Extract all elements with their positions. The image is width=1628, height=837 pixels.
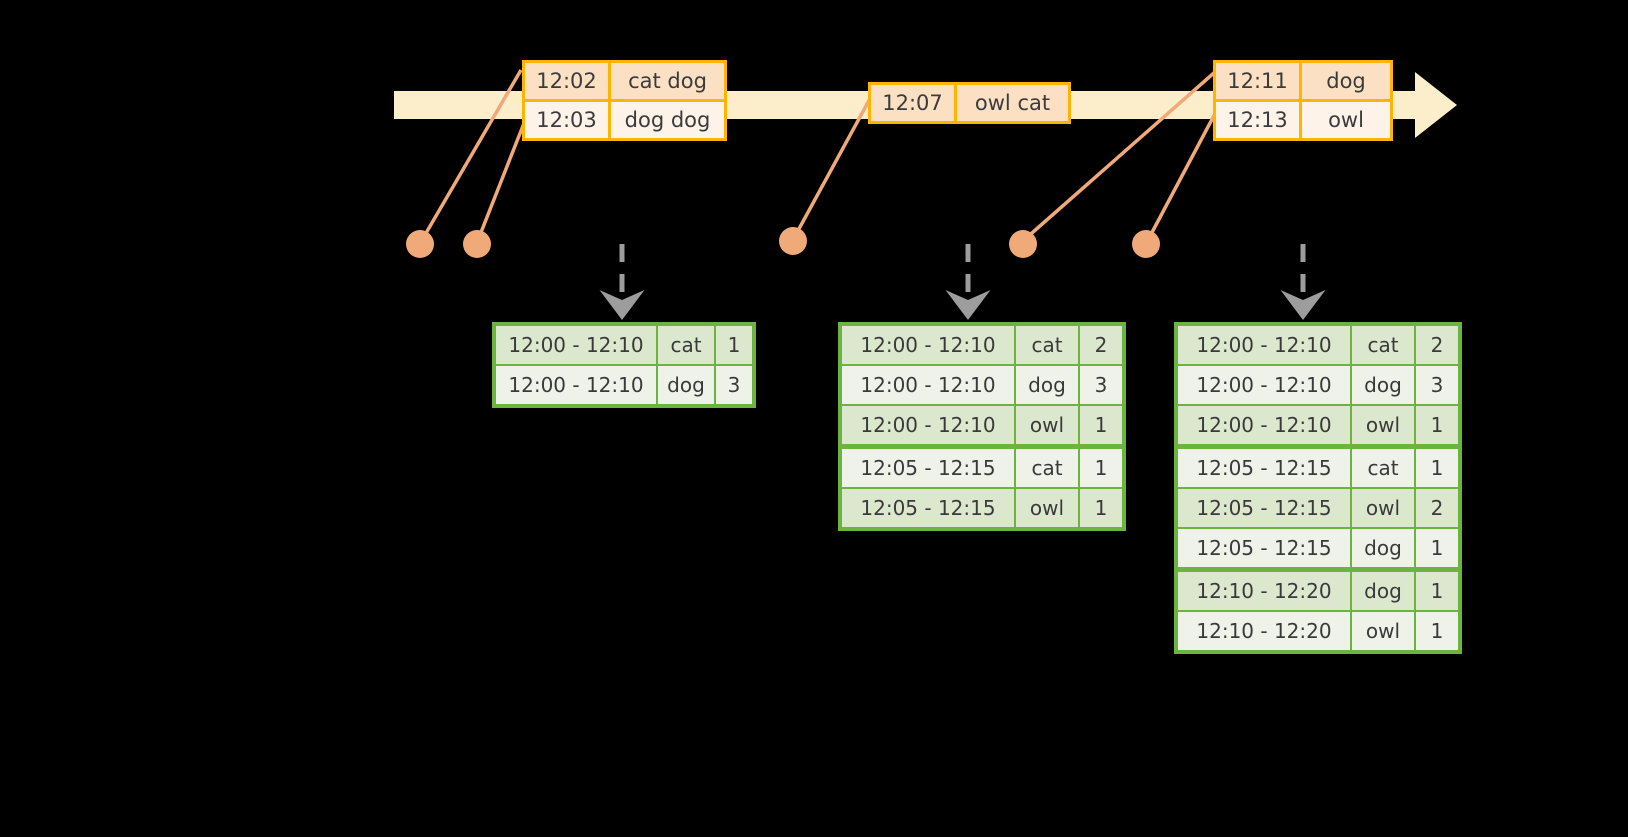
cell-key: owl xyxy=(1352,489,1414,527)
table-row[interactable]: 12:10 - 12:20 owl 1 xyxy=(1178,612,1458,650)
cell-window: 12:05 - 12:15 xyxy=(1178,449,1350,487)
cell-key: cat xyxy=(1016,449,1078,487)
cell-window: 12:00 - 12:10 xyxy=(1178,326,1350,364)
cell-count: 1 xyxy=(1416,449,1458,487)
cell-key: owl xyxy=(1352,612,1414,650)
cell-key: dog xyxy=(1352,529,1414,567)
event-row[interactable]: 12:11 dog xyxy=(1216,63,1390,99)
event-box-1[interactable]: 12:02 cat dog 12:03 dog dog xyxy=(522,60,727,141)
table-row[interactable]: 12:00 - 12:10 cat 1 xyxy=(496,326,752,364)
cell-window: 12:00 - 12:10 xyxy=(1178,366,1350,404)
cell-count: 3 xyxy=(716,366,752,404)
cell-key: cat xyxy=(1352,449,1414,487)
cell-window: 12:00 - 12:10 xyxy=(496,366,656,404)
cell-count: 2 xyxy=(1080,326,1122,364)
cell-key: owl xyxy=(1016,406,1078,444)
table-row[interactable]: 12:05 - 12:15 owl 2 xyxy=(1178,489,1458,527)
cell-key: cat xyxy=(1352,326,1414,364)
table-row[interactable]: 12:00 - 12:10 cat 2 xyxy=(842,326,1122,364)
cell-window: 12:05 - 12:15 xyxy=(1178,489,1350,527)
marker-dot-1 xyxy=(406,230,434,258)
cell-key: dog xyxy=(1352,366,1414,404)
event-row[interactable]: 12:02 cat dog xyxy=(525,63,724,99)
event-value: owl cat xyxy=(974,91,1051,115)
cell-key: owl xyxy=(1016,489,1078,527)
table-row[interactable]: 12:00 - 12:10 owl 1 xyxy=(1178,406,1458,444)
event-time: 12:13 xyxy=(1216,102,1302,138)
event-time: 12:11 xyxy=(1216,63,1302,99)
marker-dot-3 xyxy=(779,227,807,255)
cell-key: cat xyxy=(1016,326,1078,364)
table-row[interactable]: 12:00 - 12:10 dog 3 xyxy=(496,366,752,404)
table-row[interactable]: 12:05 - 12:15 cat 1 xyxy=(842,449,1122,487)
emit-arrows xyxy=(599,244,1326,320)
cell-key: dog xyxy=(1352,572,1414,610)
cell-window: 12:00 - 12:10 xyxy=(842,406,1014,444)
cell-window: 12:10 - 12:20 xyxy=(1178,612,1350,650)
event-row[interactable]: 12:13 owl xyxy=(1216,99,1390,138)
table-row[interactable]: 12:05 - 12:15 dog 1 xyxy=(1178,529,1458,567)
cell-window: 12:00 - 12:10 xyxy=(1178,406,1350,444)
event-value: cat dog xyxy=(628,69,707,93)
cell-count: 1 xyxy=(1080,449,1122,487)
cell-count: 1 xyxy=(1416,406,1458,444)
table-row[interactable]: 12:00 - 12:10 dog 3 xyxy=(1178,366,1458,404)
cell-count: 2 xyxy=(1416,326,1458,364)
cell-count: 1 xyxy=(1080,489,1122,527)
table-row[interactable]: 12:10 - 12:20 dog 1 xyxy=(1178,572,1458,610)
table-row[interactable]: 12:00 - 12:10 dog 3 xyxy=(842,366,1122,404)
event-value: dog xyxy=(1326,69,1366,93)
result-table-2[interactable]: 12:00 - 12:10 cat 2 12:00 - 12:10 dog 3 … xyxy=(838,322,1126,531)
table-row[interactable]: 12:05 - 12:15 owl 1 xyxy=(842,489,1122,527)
event-time: 12:03 xyxy=(525,102,611,138)
cell-count: 1 xyxy=(1416,612,1458,650)
event-time: 12:07 xyxy=(871,85,957,121)
result-table-3[interactable]: 12:00 - 12:10 cat 2 12:00 - 12:10 dog 3 … xyxy=(1174,322,1462,654)
cell-count: 3 xyxy=(1416,366,1458,404)
cell-window: 12:05 - 12:15 xyxy=(842,449,1014,487)
cell-window: 12:00 - 12:10 xyxy=(842,326,1014,364)
event-row[interactable]: 12:03 dog dog xyxy=(525,99,724,138)
cell-count: 1 xyxy=(1416,572,1458,610)
event-time: 12:02 xyxy=(525,63,611,99)
event-value: owl xyxy=(1328,108,1364,132)
cell-count: 1 xyxy=(1416,529,1458,567)
cell-count: 2 xyxy=(1416,489,1458,527)
cell-window: 12:00 - 12:10 xyxy=(842,366,1014,404)
result-table-1[interactable]: 12:00 - 12:10 cat 1 12:00 - 12:10 dog 3 xyxy=(492,322,756,408)
marker-dot-4 xyxy=(1009,230,1037,258)
cell-window: 12:00 - 12:10 xyxy=(496,326,656,364)
marker-dots xyxy=(406,227,1160,258)
cell-window: 12:10 - 12:20 xyxy=(1178,572,1350,610)
event-row[interactable]: 12:07 owl cat xyxy=(871,85,1068,121)
cell-window: 12:05 - 12:15 xyxy=(1178,529,1350,567)
event-value: dog dog xyxy=(624,108,711,132)
cell-key: cat xyxy=(658,326,714,364)
cell-count: 1 xyxy=(1080,406,1122,444)
marker-dot-2 xyxy=(463,230,491,258)
cell-key: dog xyxy=(658,366,714,404)
cell-key: dog xyxy=(1016,366,1078,404)
event-box-2[interactable]: 12:07 owl cat xyxy=(868,82,1071,124)
table-row[interactable]: 12:05 - 12:15 cat 1 xyxy=(1178,449,1458,487)
cell-count: 3 xyxy=(1080,366,1122,404)
event-box-3[interactable]: 12:11 dog 12:13 owl xyxy=(1213,60,1393,141)
table-row[interactable]: 12:00 - 12:10 cat 2 xyxy=(1178,326,1458,364)
marker-dot-5 xyxy=(1132,230,1160,258)
cell-window: 12:05 - 12:15 xyxy=(842,489,1014,527)
cell-key: owl xyxy=(1352,406,1414,444)
table-row[interactable]: 12:00 - 12:10 owl 1 xyxy=(842,406,1122,444)
cell-count: 1 xyxy=(716,326,752,364)
